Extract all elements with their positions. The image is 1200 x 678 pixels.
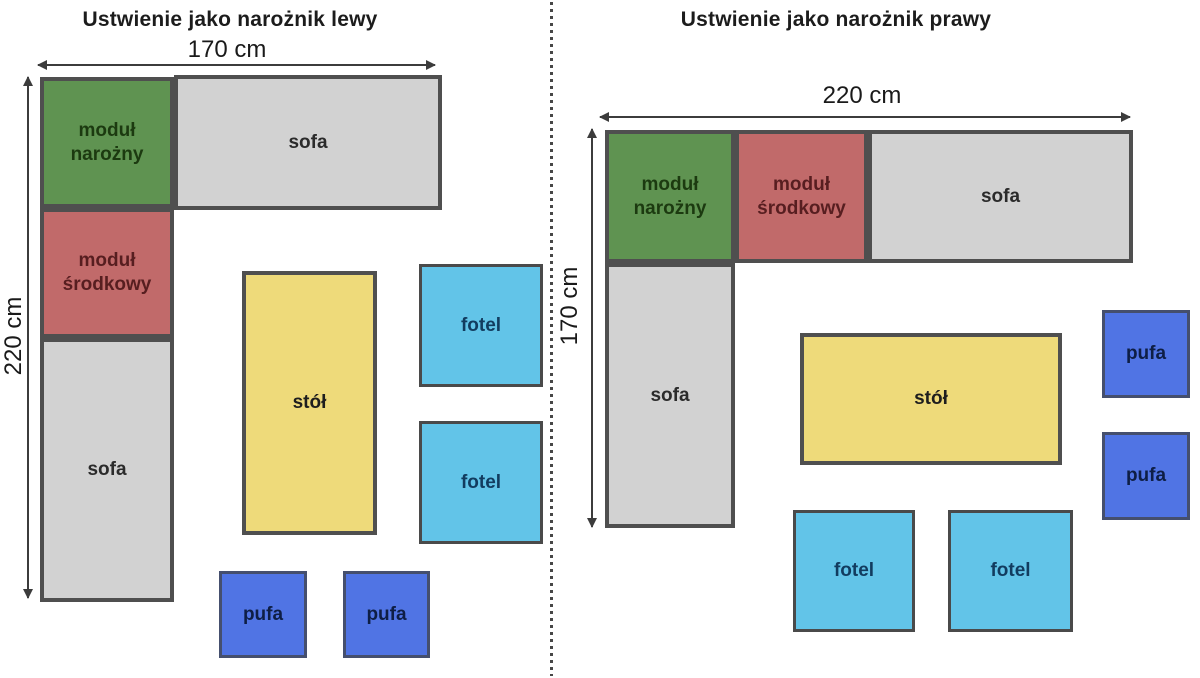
left-height-dimension-arrow [23,76,33,599]
armchair-label: fotel [990,560,1031,582]
left-armchair-bottom-box: fotel [419,421,543,544]
pouf-label: pufa [366,603,407,625]
right-width-dimension-arrow [599,112,1131,122]
arrowhead-down-icon [23,589,33,599]
right-height-dimension-label: 170 cm [556,266,583,346]
arrowhead-up-icon [587,128,597,138]
arrowhead-left-icon [599,112,609,122]
left-height-dimension-label: 220 cm [0,296,27,376]
left-table-box: stół [242,271,377,535]
table-label: stół [292,392,327,414]
table-label: stół [914,388,948,410]
right-diagram-title: Ustwienie jako narożnik prawy [680,8,992,31]
left-pouf-right-box: pufa [343,571,430,658]
pouf-label: pufa [1125,343,1167,365]
left-middle-module-box: moduł środkowy [40,208,174,338]
right-pouf-top-box: pufa [1102,310,1190,398]
armchair-label: fotel [833,560,875,582]
left-diagram-title: Ustwienie jako narożnik lewy [82,8,378,31]
right-pouf-bottom-box: pufa [1102,432,1190,520]
corner-module-label: moduł narożny [633,173,707,219]
pouf-label: pufa [1125,465,1167,487]
armchair-label: fotel [460,471,502,493]
arrowhead-left-icon [37,60,47,70]
left-sofa-side-box: sofa [40,338,174,602]
right-sofa-top-box: sofa [868,130,1133,263]
right-height-dimension-arrow [587,128,597,528]
right-middle-module-box: moduł środkowy [735,130,868,263]
left-corner-module-box: moduł narożny [40,77,174,208]
arrowhead-right-icon [426,60,436,70]
left-armchair-top-box: fotel [419,264,543,387]
corner-module-label: moduł narożny [70,119,144,165]
sofa-label: sofa [87,459,127,481]
sofa-label: sofa [650,384,690,406]
middle-module-label: moduł środkowy [757,173,846,219]
right-table-box: stół [800,333,1062,465]
divider-line [550,2,553,676]
sofa-label: sofa [980,185,1021,207]
right-sofa-side-box: sofa [605,263,735,528]
left-pouf-left-box: pufa [219,571,307,658]
arrowhead-up-icon [23,76,33,86]
left-width-dimension-arrow [37,60,436,70]
right-width-dimension-label: 220 cm [822,82,902,109]
pouf-label: pufa [242,603,284,625]
right-armchair-right-box: fotel [948,510,1073,632]
left-sofa-top-box: sofa [174,75,442,210]
armchair-label: fotel [460,314,502,336]
middle-module-label: moduł środkowy [62,250,152,295]
arrowhead-down-icon [587,518,597,528]
left-width-dimension-label: 170 cm [187,36,267,63]
sofa-label: sofa [288,131,328,153]
right-armchair-left-box: fotel [793,510,915,632]
arrowhead-right-icon [1121,112,1131,122]
right-corner-module-box: moduł narożny [605,130,735,263]
